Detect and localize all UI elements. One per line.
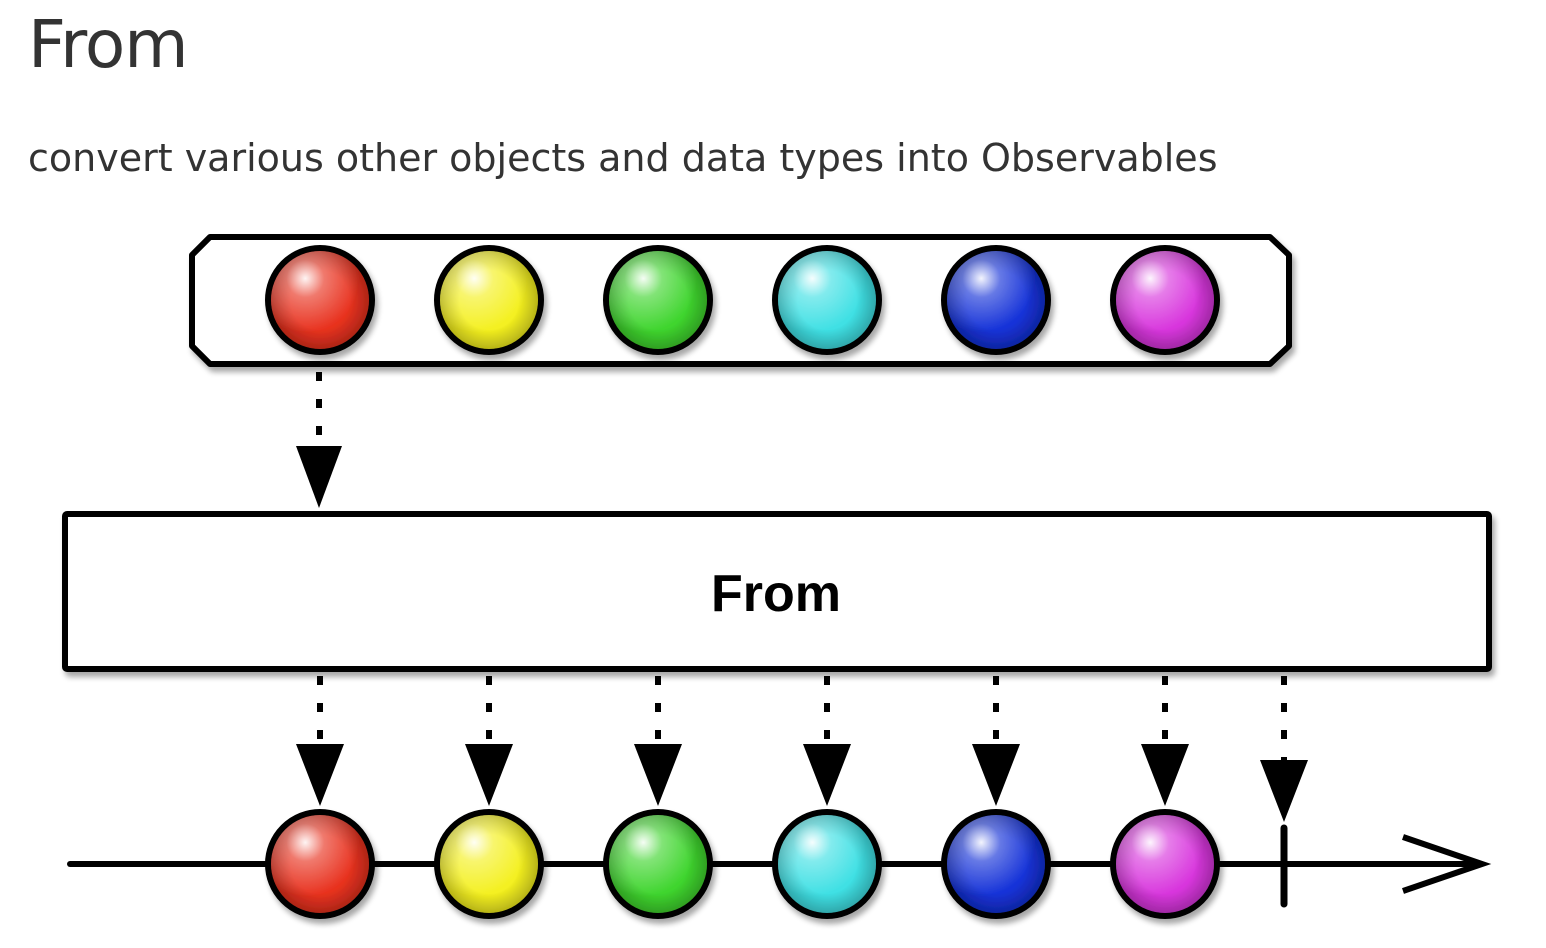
- output-arrowhead: [296, 744, 344, 806]
- output-connectors: [296, 676, 1308, 822]
- source-marbles: [265, 245, 1220, 355]
- timeline-arrowhead: [1402, 834, 1492, 894]
- completion-arrowhead: [1260, 760, 1308, 822]
- output-arrowhead: [803, 744, 851, 806]
- page-title: From: [28, 6, 189, 83]
- output-magenta-marble: [1110, 809, 1220, 919]
- output-blue-marble: [941, 809, 1051, 919]
- output-red-marble: [265, 809, 375, 919]
- input-arrowhead: [296, 446, 342, 508]
- page-subtitle: convert various other objects and data t…: [28, 136, 1218, 180]
- output-marbles: [265, 809, 1220, 919]
- output-arrowhead: [1141, 744, 1189, 806]
- output-yellow-marble: [434, 809, 544, 919]
- operator-box: [62, 511, 1492, 672]
- source-blue-marble: [941, 245, 1051, 355]
- source-red-marble: [265, 245, 375, 355]
- output-arrowhead: [634, 744, 682, 806]
- output-arrowhead: [972, 744, 1020, 806]
- source-magenta-marble: [1110, 245, 1220, 355]
- source-green-marble: [603, 245, 713, 355]
- output-cyan-marble: [772, 809, 882, 919]
- output-green-marble: [603, 809, 713, 919]
- operator-label: From: [711, 565, 841, 623]
- source-yellow-marble: [434, 245, 544, 355]
- output-arrowhead: [465, 744, 513, 806]
- source-cyan-marble: [772, 245, 882, 355]
